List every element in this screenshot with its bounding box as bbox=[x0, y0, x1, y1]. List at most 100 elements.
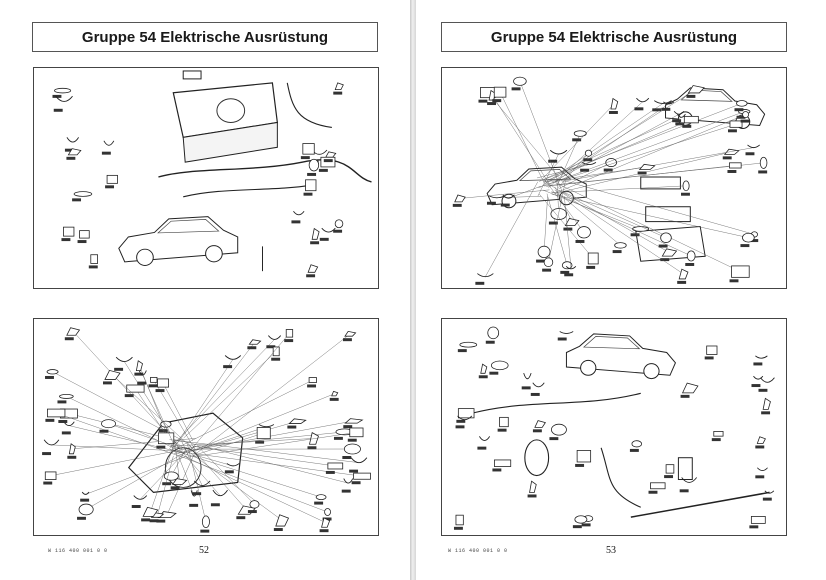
part-number-mark bbox=[319, 529, 329, 533]
part-block bbox=[256, 427, 271, 440]
part-clip bbox=[565, 265, 577, 270]
part-number-mark bbox=[452, 203, 462, 207]
part-bracket bbox=[610, 97, 619, 110]
part-round bbox=[459, 341, 478, 348]
part-number-mark bbox=[322, 517, 332, 521]
book-spine bbox=[410, 0, 416, 580]
part-clip bbox=[212, 489, 228, 497]
leader-line bbox=[176, 379, 313, 449]
leader-line bbox=[174, 442, 221, 496]
part-round bbox=[584, 149, 593, 157]
part-number-mark bbox=[485, 340, 495, 344]
part-round bbox=[73, 191, 93, 197]
part-number-mark bbox=[52, 94, 62, 98]
part-number-mark bbox=[560, 270, 570, 274]
battery-cover bbox=[182, 70, 202, 80]
leader-line bbox=[169, 448, 322, 498]
part-number-mark bbox=[45, 375, 54, 379]
part-round bbox=[543, 257, 554, 268]
part-number-mark bbox=[343, 425, 353, 429]
part-block bbox=[44, 471, 57, 480]
part-number-mark bbox=[711, 438, 721, 442]
part-number-mark bbox=[734, 108, 744, 112]
part-number-mark bbox=[99, 429, 109, 433]
part-clip bbox=[103, 140, 115, 146]
part-block bbox=[79, 230, 90, 239]
left-page-number: 52 bbox=[199, 545, 209, 556]
part-block bbox=[272, 346, 280, 357]
part-clip bbox=[755, 355, 768, 359]
leader-line bbox=[191, 443, 349, 484]
part-number-mark bbox=[740, 244, 750, 248]
part-round bbox=[46, 369, 59, 375]
leader-line bbox=[537, 164, 590, 179]
part-number-mark bbox=[478, 99, 488, 103]
part-number-mark bbox=[521, 386, 531, 390]
leader-line bbox=[157, 455, 174, 516]
part-number-mark bbox=[722, 156, 732, 160]
battery-cable bbox=[286, 82, 332, 128]
part-number-mark bbox=[677, 280, 687, 284]
left-bottom-illustration bbox=[33, 318, 379, 536]
leader-line bbox=[187, 442, 247, 511]
leader-line bbox=[542, 103, 615, 180]
part-block bbox=[308, 377, 317, 383]
part-number-mark bbox=[314, 501, 324, 505]
part-number-mark bbox=[664, 475, 674, 479]
part-number-mark bbox=[247, 510, 257, 514]
part-number-mark bbox=[497, 428, 507, 432]
part-number-mark bbox=[511, 87, 521, 91]
leader-line bbox=[547, 119, 692, 181]
part-number-mark bbox=[608, 110, 618, 114]
part-number-mark bbox=[333, 436, 343, 440]
part-clip bbox=[760, 377, 775, 383]
part-number-mark bbox=[137, 381, 147, 385]
part-number-mark bbox=[80, 498, 90, 502]
leader-line bbox=[85, 455, 188, 495]
part-clip bbox=[532, 382, 545, 388]
part-number-mark bbox=[325, 470, 335, 474]
part-number-mark bbox=[455, 425, 465, 429]
part-bracket bbox=[68, 443, 76, 455]
part-bracket bbox=[321, 517, 331, 528]
part-block bbox=[499, 416, 509, 428]
part-clip bbox=[115, 356, 133, 362]
part-number-mark bbox=[347, 438, 357, 442]
part-number-mark bbox=[236, 516, 246, 520]
leader-line bbox=[543, 180, 684, 275]
part-block bbox=[126, 384, 145, 393]
leader-line bbox=[538, 193, 594, 259]
part-round bbox=[324, 508, 331, 516]
part-number-mark bbox=[729, 279, 739, 283]
part-clip bbox=[488, 195, 505, 199]
part-block bbox=[157, 432, 175, 445]
part-round bbox=[101, 419, 116, 429]
wiring-harness-branch bbox=[183, 184, 313, 198]
part-number-mark bbox=[745, 152, 755, 156]
part-round bbox=[343, 443, 361, 455]
part-number-mark bbox=[273, 528, 283, 532]
battery-label-circle bbox=[216, 98, 246, 124]
leader-line bbox=[174, 451, 326, 523]
sill-cable bbox=[630, 491, 770, 518]
part-clip bbox=[477, 273, 494, 278]
part-block bbox=[302, 143, 315, 155]
part-clip bbox=[224, 355, 242, 360]
leader-line bbox=[548, 178, 741, 272]
coupe-front-windows bbox=[518, 169, 572, 182]
part-clip bbox=[190, 490, 198, 497]
part-block bbox=[327, 462, 344, 470]
leader-line bbox=[554, 114, 746, 194]
part-number-mark bbox=[303, 192, 313, 196]
leader-line bbox=[557, 133, 581, 186]
leader-line bbox=[50, 446, 196, 476]
part-number-mark bbox=[57, 400, 67, 404]
cable-lead bbox=[600, 447, 641, 508]
part-number-mark bbox=[141, 518, 151, 522]
part-round bbox=[682, 180, 690, 192]
part-bracket bbox=[307, 264, 319, 273]
leader-line bbox=[174, 441, 180, 482]
part-block bbox=[650, 482, 666, 490]
sedan-front-wheel bbox=[136, 248, 154, 266]
part-round bbox=[573, 130, 587, 137]
